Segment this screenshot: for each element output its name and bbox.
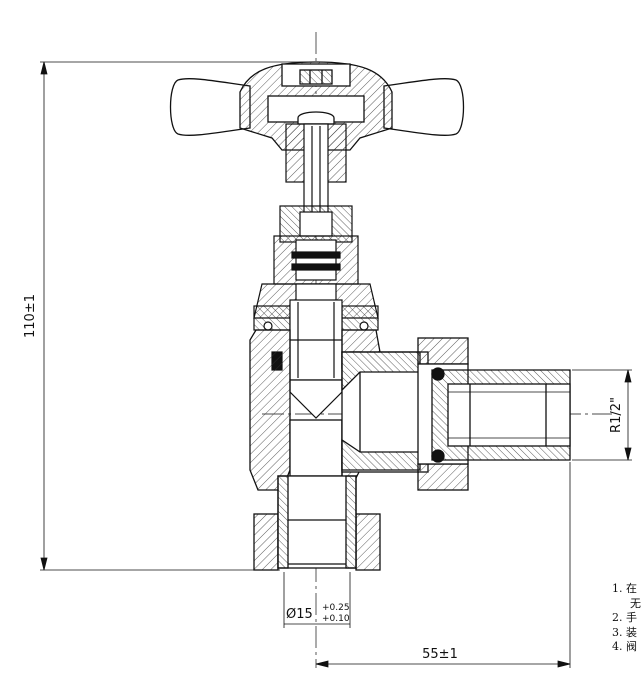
handle-left-lever (169, 78, 251, 136)
thread-dimension (572, 369, 632, 461)
bore-dimension (283, 572, 351, 628)
height-label: 110±1 (23, 294, 38, 338)
body-left-wall (249, 329, 291, 491)
width-label: 55±1 (422, 647, 458, 662)
handle (169, 61, 465, 151)
bore-tol-upper: +0.25 (322, 603, 350, 613)
technical-notes: 1. 在 无 2. 手 3. 装 4. 阀 (612, 582, 641, 655)
inlet-nut-right (355, 513, 381, 571)
spindle-tip (289, 379, 343, 419)
valve-body (249, 329, 429, 491)
note-1-cont: 无 (630, 596, 641, 610)
inlet-nut-left (253, 513, 279, 571)
bore-label: Ø15 (286, 607, 313, 622)
note-1: 1. 在 (612, 582, 637, 595)
union (417, 337, 571, 491)
handle-right-lever (383, 78, 465, 136)
thread-label: R1/2" (609, 397, 624, 433)
screw-head (297, 111, 335, 125)
note-3: 3. 装 (612, 625, 637, 639)
inlet (253, 475, 381, 571)
union-nut-bottom (417, 463, 469, 491)
inlet-tail-left (277, 475, 289, 569)
union-nut-top (417, 337, 469, 365)
height-dimension (40, 61, 310, 571)
stem (273, 123, 359, 285)
bore-prefix: Ø15 (286, 607, 313, 622)
bore-tol-lower: +0.10 (322, 614, 350, 624)
note-2: 2. 手 (612, 611, 637, 624)
width-dimension (315, 462, 571, 668)
note-4: 4. 阀 (612, 640, 637, 653)
o-ring-1 (291, 251, 341, 259)
body-seat-bore (289, 419, 343, 477)
o-ring-2 (291, 263, 341, 271)
inlet-tail-right (345, 475, 357, 569)
